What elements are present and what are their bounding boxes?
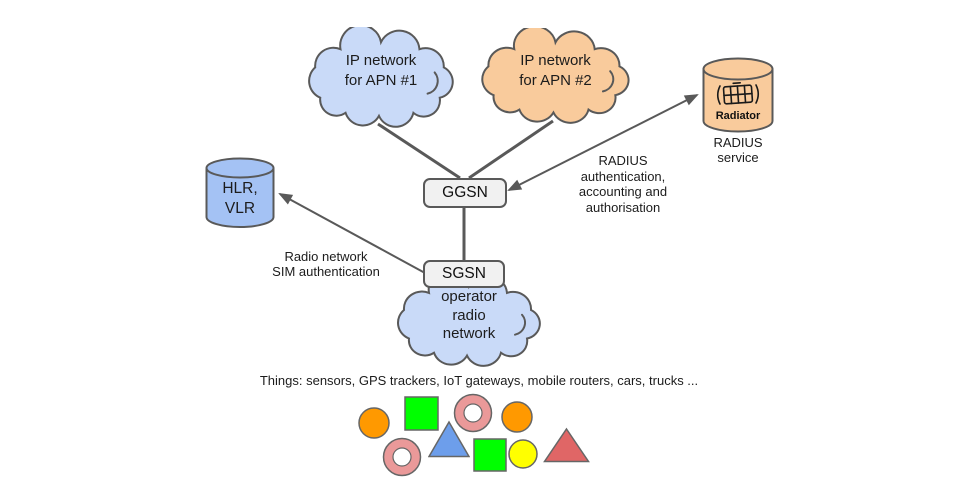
thing-circle-yellow [508,439,538,474]
arrowhead-to-ggsn [507,179,523,191]
hlr-vlr-label: HLR, VLR [222,180,258,217]
hlr-cylinder-shape [205,157,275,228]
radiator-grille-icon [716,82,760,105]
ggsn-box: GGSN [423,178,507,208]
link-apn1-ggsn [377,122,461,180]
cloud-apn2-label: IP network for APN #2 [519,52,592,89]
thing-triangle-red [543,427,590,468]
sgsn-box: SGSN [423,260,505,288]
hlr-vlr-cylinder: HLR, VLR [205,157,275,228]
arrowhead-to-hlr [278,193,294,205]
cloud-apn1: IP network for APN #1 [300,27,462,128]
sim-auth-label: Radio network SIM authentication [272,249,380,279]
ggsn-label: GGSN [442,184,488,201]
cloud-curl [428,72,438,93]
radiator-cylinder: Radiator [702,57,774,133]
cloud-apn1-label: IP network for APN #1 [344,52,418,89]
cloud-apn1-shape [300,27,462,128]
cloud-radio-shape [389,272,549,367]
thing-donut-pink [453,393,493,438]
arrowhead-to-radiator [683,94,699,106]
link-apn2-ggsn [468,119,554,180]
cloud-radio-label: operator radio network [441,288,497,342]
thing-square-green-2 [473,438,507,477]
link-sgsn-hlr [279,193,426,274]
thing-circle-orange-2 [501,401,533,438]
radiator-logo-label: Radiator [715,110,761,122]
cloud-apn2: IP network for APN #2 [473,28,638,124]
thing-square-green [404,396,439,436]
radius-service-caption: RADIUS service [713,135,763,165]
sgsn-label: SGSN [442,265,486,282]
thing-triangle-blue [427,420,471,463]
cloud-apn2-shape [473,28,638,124]
cloud-radio-network: operator radio network [389,272,549,367]
thing-circle-orange [358,407,390,444]
thing-donut-pink-2 [382,437,422,482]
link-ggsn-radiator [508,94,698,191]
things-caption: Things: sensors, GPS trackers, IoT gatew… [259,373,699,388]
cloud-curl [515,315,525,335]
radius-aaa-label: RADIUS authentication, accounting and au… [578,153,668,215]
cloud-curl [603,71,613,91]
